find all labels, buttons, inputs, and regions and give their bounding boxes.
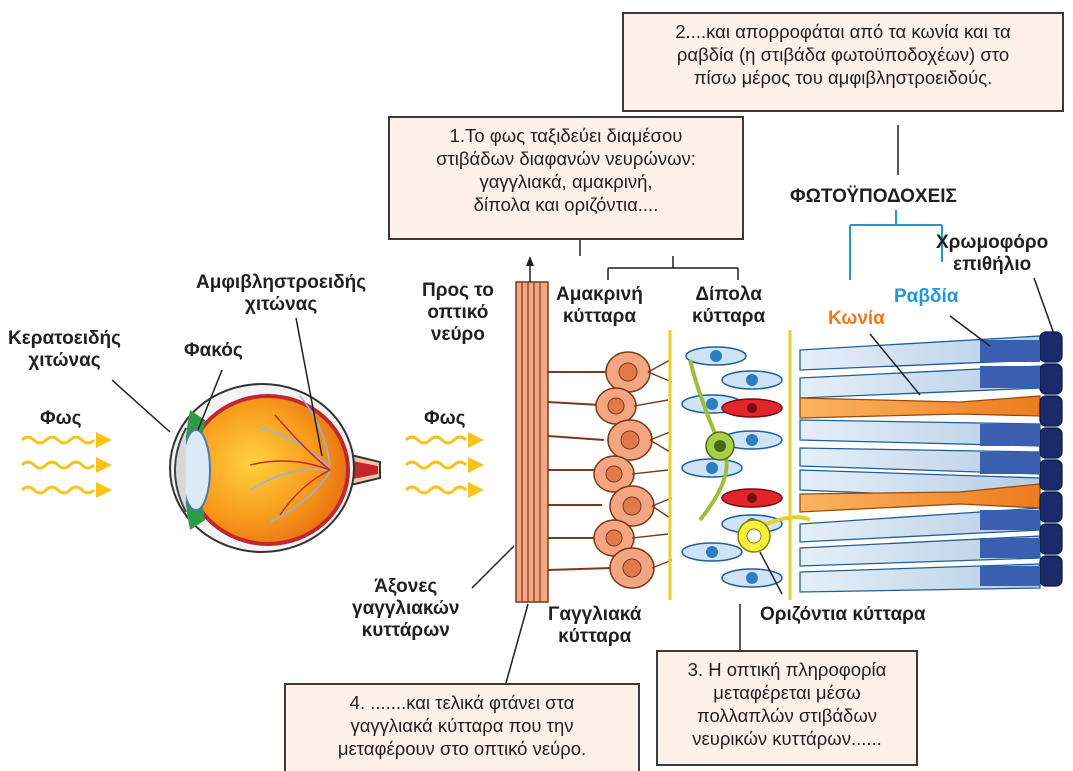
label-to-optic-nerve: Προς το οπτικό νεύρο [422, 280, 494, 346]
label-amacrine-line1: Αμακρινή [556, 284, 643, 306]
label-cornea-line1: Κερατοειδής [8, 328, 121, 350]
label-ganglion: Γαγγλιακά κύτταρα [548, 604, 641, 648]
photoreceptor-bracket [850, 210, 942, 280]
box1-line2: στιβάδων διαφανών νευρώνων: [398, 147, 734, 170]
label-cones: Κωνία [828, 308, 885, 330]
box2-line2: ραβδία (η στιβάδα φωτοϋποδοχέων) στο [632, 43, 1054, 66]
photoreceptor-layer [800, 332, 1062, 592]
label-axons-line2: γαγγλιακών [352, 598, 460, 620]
label-horizontal: Οριζόντια κύτταρα [760, 604, 926, 626]
callout-box-2: 2....και απορροφάται από τα κωνία και τα… [622, 12, 1064, 112]
ganglion-cells [594, 352, 654, 588]
horizontal-cell [738, 517, 810, 552]
label-photoreceptors: ΦΩΤΟΫΠΟΔΟΧΕΙΣ [790, 186, 957, 208]
box4-line1: 4. .......και τελικά φτάνει στα [294, 691, 630, 714]
label-bipolar-line2: κύτταρα [692, 306, 765, 328]
box2-line3: πίσω μέρος του αμφιβληστροειδούς. [632, 66, 1054, 89]
box4-line2: γαγγλιακά κύτταρα που την [294, 714, 630, 737]
label-pigment-epithelium: Χρωμοφόρο επιθήλιο [936, 232, 1048, 276]
box3-line3: πολλαπλών στιβάδων [666, 704, 908, 727]
label-retina: Αμφιβληστροειδής χιτώνας [196, 272, 366, 316]
label-amacrine: Αμακρινή κύτταρα [556, 284, 643, 328]
label-cornea: Κερατοειδής χιτώνας [8, 328, 121, 372]
light-waves-middle [406, 437, 466, 493]
label-light-left: Φως [40, 408, 82, 430]
label-optic-line2: οπτικό [422, 302, 494, 324]
label-ganglion-line2: κύτταρα [548, 626, 641, 648]
label-optic-line3: νεύρο [422, 324, 494, 346]
box4-line3: μεταφέρουν στο οπτικό νεύρο. [294, 737, 630, 760]
label-axons-line3: κυττάρων [352, 620, 460, 642]
label-retina-line1: Αμφιβληστροειδής [196, 272, 366, 294]
label-rods: Ραβδία [894, 286, 958, 308]
box1-line3: γαγγλιακά, αμακρινή, [398, 170, 734, 193]
box3-line1: 3. Η οπτική πληροφορία [666, 658, 908, 681]
label-optic-line1: Προς το [422, 280, 494, 302]
label-pigment-line1: Χρωμοφόρο [936, 232, 1048, 254]
label-axons-line1: Άξονες [352, 576, 460, 598]
eye-illustration [170, 384, 380, 552]
label-ganglion-line1: Γαγγλιακά [548, 604, 641, 626]
callout-box-1: 1.Το φως ταξιδεύει διαμέσου στιβάδων δια… [388, 116, 744, 240]
label-axons: Άξονες γαγγλιακών κυττάρων [352, 576, 460, 642]
callout-box-3: 3. Η οπτική πληροφορία μεταφέρεται μέσω … [656, 650, 918, 766]
box1-line1: 1.Το φως ταξιδεύει διαμέσου [398, 124, 734, 147]
label-amacrine-line2: κύτταρα [556, 306, 643, 328]
box1-line4: δίπολα και οριζόντια.... [398, 193, 734, 216]
light-waves-left [22, 437, 94, 493]
label-bipolar: Δίπολα κύτταρα [692, 284, 765, 328]
label-lens: Φακός [184, 340, 243, 362]
label-bipolar-line1: Δίπολα [692, 284, 765, 306]
box2-line1: 2....και απορροφάται από τα κωνία και τα [632, 20, 1054, 43]
label-pigment-line2: επιθήλιο [936, 254, 1048, 276]
box3-line4: νευρικών κυττάρων...... [666, 727, 908, 750]
label-retina-line2: χιτώνας [196, 294, 366, 316]
callout-box-4: 4. .......και τελικά φτάνει στα γαγγλιακ… [284, 683, 640, 771]
label-light-mid: Φως [424, 408, 466, 430]
box3-line2: μεταφέρεται μέσω [666, 681, 908, 704]
label-cornea-line2: χιτώνας [8, 350, 121, 372]
axon-bundle [516, 256, 548, 602]
